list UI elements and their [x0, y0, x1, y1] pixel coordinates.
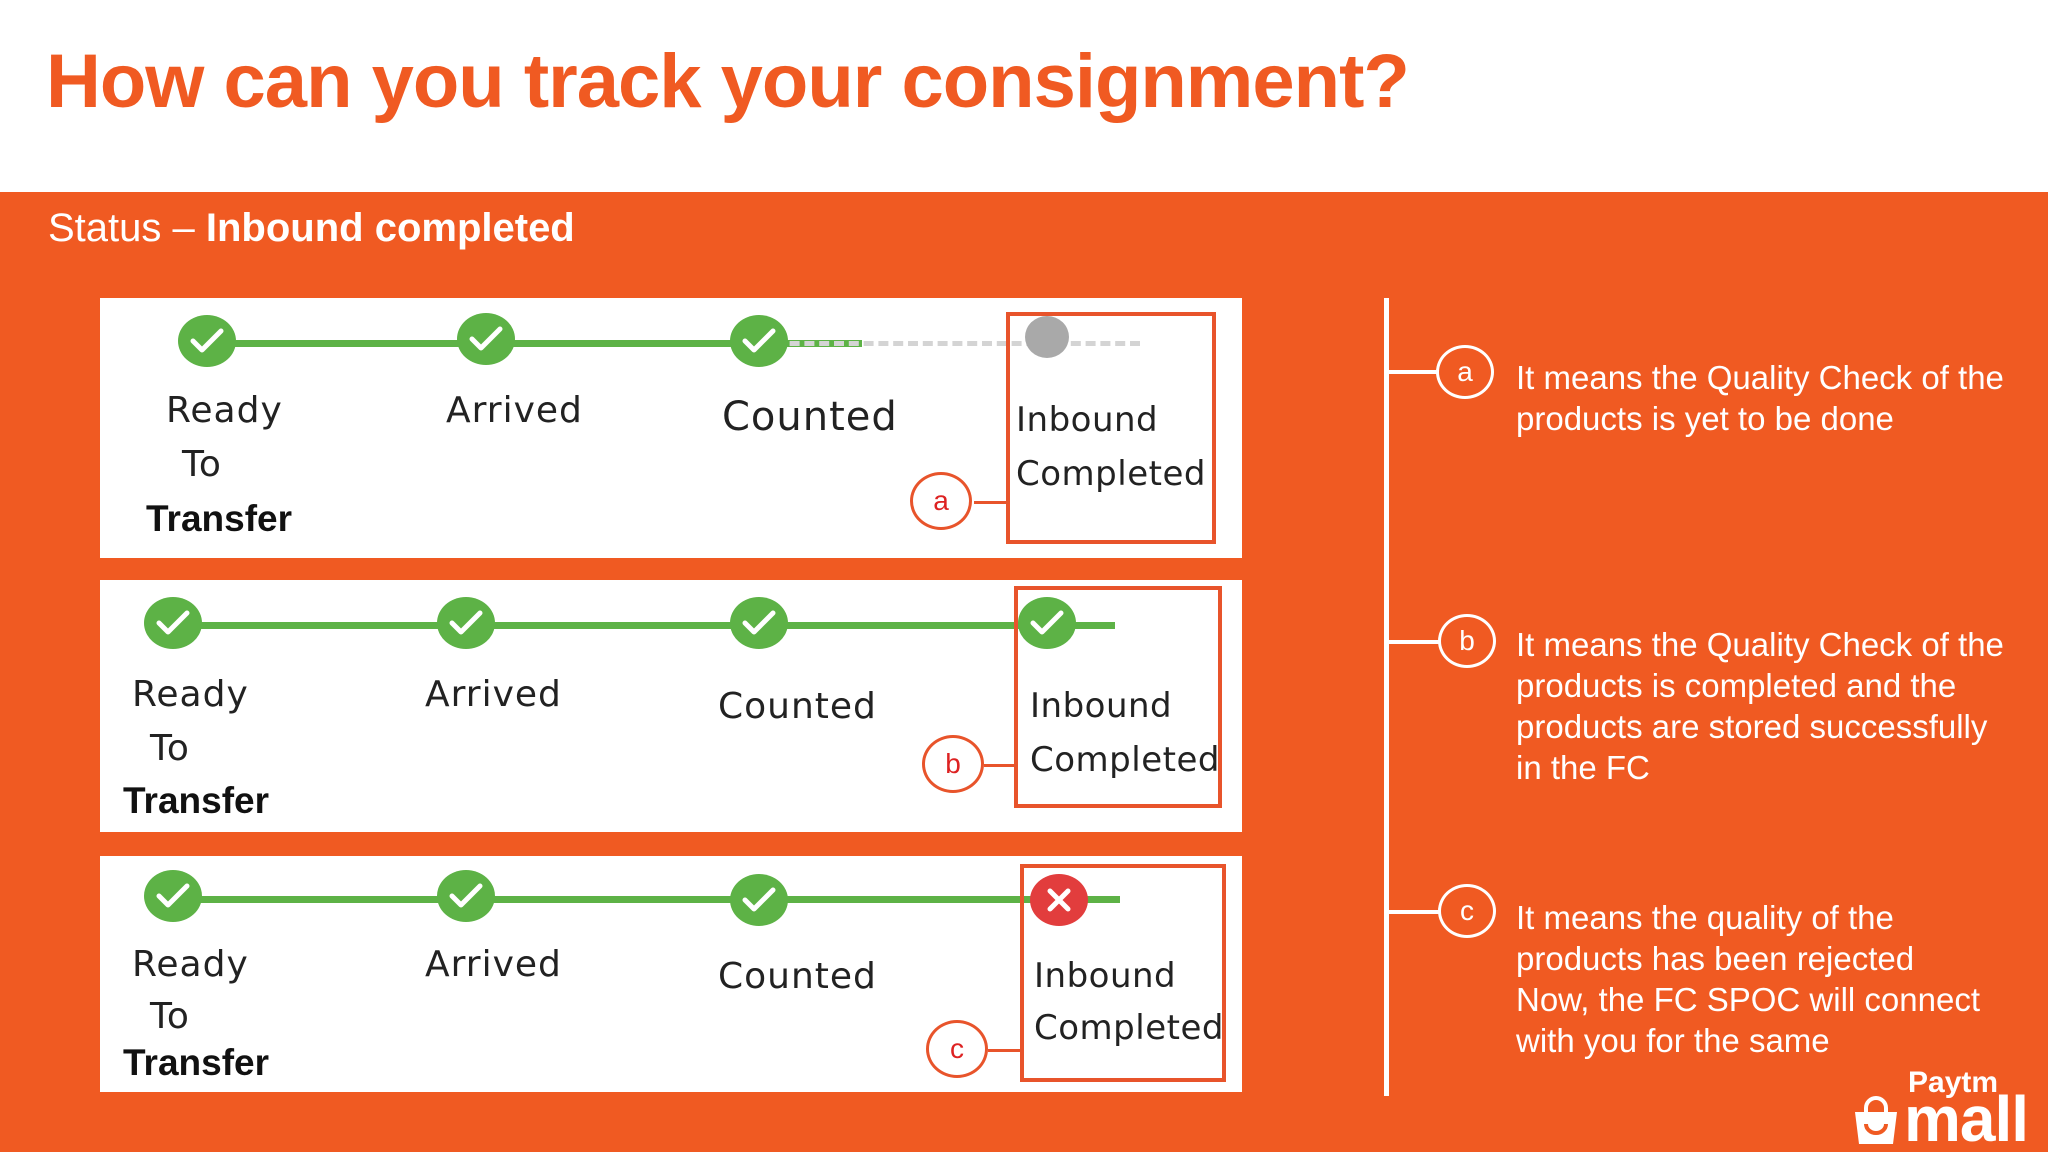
step-counted-label: Counted — [722, 394, 898, 440]
step-ready-label-2: To — [182, 444, 222, 485]
step-counted-check-icon — [730, 874, 788, 926]
callout-marker-c: c — [926, 1020, 988, 1078]
shopping-bag-icon — [1852, 1096, 1900, 1151]
step-ready-label-3: Transfer — [146, 498, 293, 539]
step-inbound-check-icon — [1018, 597, 1076, 649]
legend-connector-c — [1386, 910, 1440, 914]
step-ready-label-3: Transfer — [123, 780, 270, 821]
step-arrived-check-icon — [437, 870, 495, 922]
progress-track — [175, 896, 1120, 903]
step-counted-check-icon — [730, 315, 788, 367]
step-ready-check-icon — [144, 597, 202, 649]
callout-connector — [984, 764, 1016, 767]
step-inbound-label-2: Completed — [1030, 740, 1220, 780]
step-inbound-label-1: Inbound — [1034, 956, 1177, 996]
legend-description-a: It means the Quality Check of the produc… — [1516, 359, 2004, 437]
inbound-highlight-frame — [1006, 312, 1216, 544]
step-arrived-check-icon — [437, 597, 495, 649]
step-inbound-label-1: Inbound — [1016, 400, 1159, 440]
step-ready-label-2: To — [150, 728, 190, 769]
legend-marker-c: c — [1438, 884, 1496, 938]
page-title: How can you track your consignment? — [46, 39, 1410, 124]
step-ready-check-icon — [178, 315, 236, 367]
legend-marker-a: a — [1436, 345, 1494, 399]
step-ready-label-3: Transfer — [123, 1042, 270, 1083]
callout-marker-a: a — [910, 472, 972, 530]
step-inbound-pending-icon — [1025, 316, 1069, 358]
step-inbound-label-1: Inbound — [1030, 686, 1173, 726]
callout-marker-b: b — [922, 735, 984, 793]
status-panel-c: Ready To Transfer Arrived Counted Inboun… — [100, 856, 1242, 1092]
legend-description-b: It means the Quality Check of the produc… — [1516, 626, 2004, 786]
status-panel-b: Ready To Transfer Arrived Counted Inboun… — [100, 580, 1242, 832]
step-inbound-rejected-icon — [1030, 874, 1088, 926]
progress-track — [207, 340, 862, 347]
callout-connector — [974, 501, 1008, 504]
step-arrived-label: Arrived — [425, 674, 562, 715]
legend-divider — [1384, 298, 1389, 1096]
step-arrived-check-icon — [457, 313, 515, 365]
status-value: Inbound completed — [205, 206, 575, 250]
callout-connector — [988, 1049, 1022, 1052]
logo-line-1: Paytm — [1908, 1066, 1999, 1099]
pending-track — [760, 341, 1140, 346]
status-heading: Status – Inbound completed — [48, 206, 575, 251]
step-ready-label-1: Ready — [132, 944, 249, 985]
step-ready-label-2: To — [150, 996, 190, 1037]
step-counted-check-icon — [730, 597, 788, 649]
step-arrived-label: Arrived — [446, 390, 583, 431]
step-inbound-label-2: Completed — [1034, 1008, 1224, 1048]
legend-description-c: It means the quality of the products has… — [1516, 899, 1980, 1059]
status-panel-a: Ready To Transfer Arrived Counted Inboun… — [100, 298, 1242, 558]
status-prefix: Status – — [48, 206, 206, 250]
legend-connector-b — [1386, 640, 1440, 644]
step-counted-label: Counted — [718, 686, 877, 727]
legend-marker-b: b — [1438, 614, 1496, 668]
progress-track — [175, 622, 1115, 629]
logo-line-2: mall — [1904, 1083, 2029, 1155]
step-arrived-label: Arrived — [425, 944, 562, 985]
legend-connector-a — [1386, 370, 1440, 374]
step-inbound-label-2: Completed — [1016, 454, 1206, 494]
step-counted-label: Counted — [718, 956, 877, 997]
step-ready-check-icon — [144, 870, 202, 922]
inbound-highlight-frame — [1020, 864, 1226, 1082]
step-ready-label-1: Ready — [132, 674, 249, 715]
inbound-highlight-frame — [1014, 586, 1222, 808]
step-ready-label-1: Ready — [166, 390, 283, 431]
